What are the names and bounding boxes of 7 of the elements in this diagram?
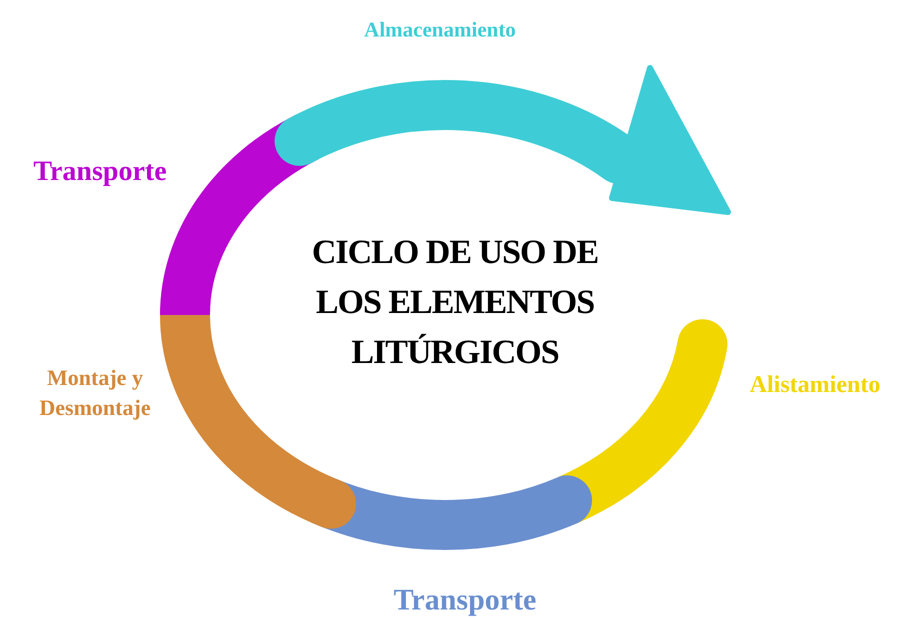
stage-label: Almacenamiento <box>363 16 517 44</box>
curved-arrow <box>274 65 731 215</box>
stage-label: Transporte <box>32 155 168 189</box>
stage-label: Montaje y Desmontaje <box>38 364 152 422</box>
diagram-title: CICLO DE USO DE LOS ELEMENTOS LITÚRGICOS <box>310 233 600 373</box>
stage-label: Alistamiento <box>748 371 882 400</box>
stage-label: Transporte <box>392 582 538 618</box>
